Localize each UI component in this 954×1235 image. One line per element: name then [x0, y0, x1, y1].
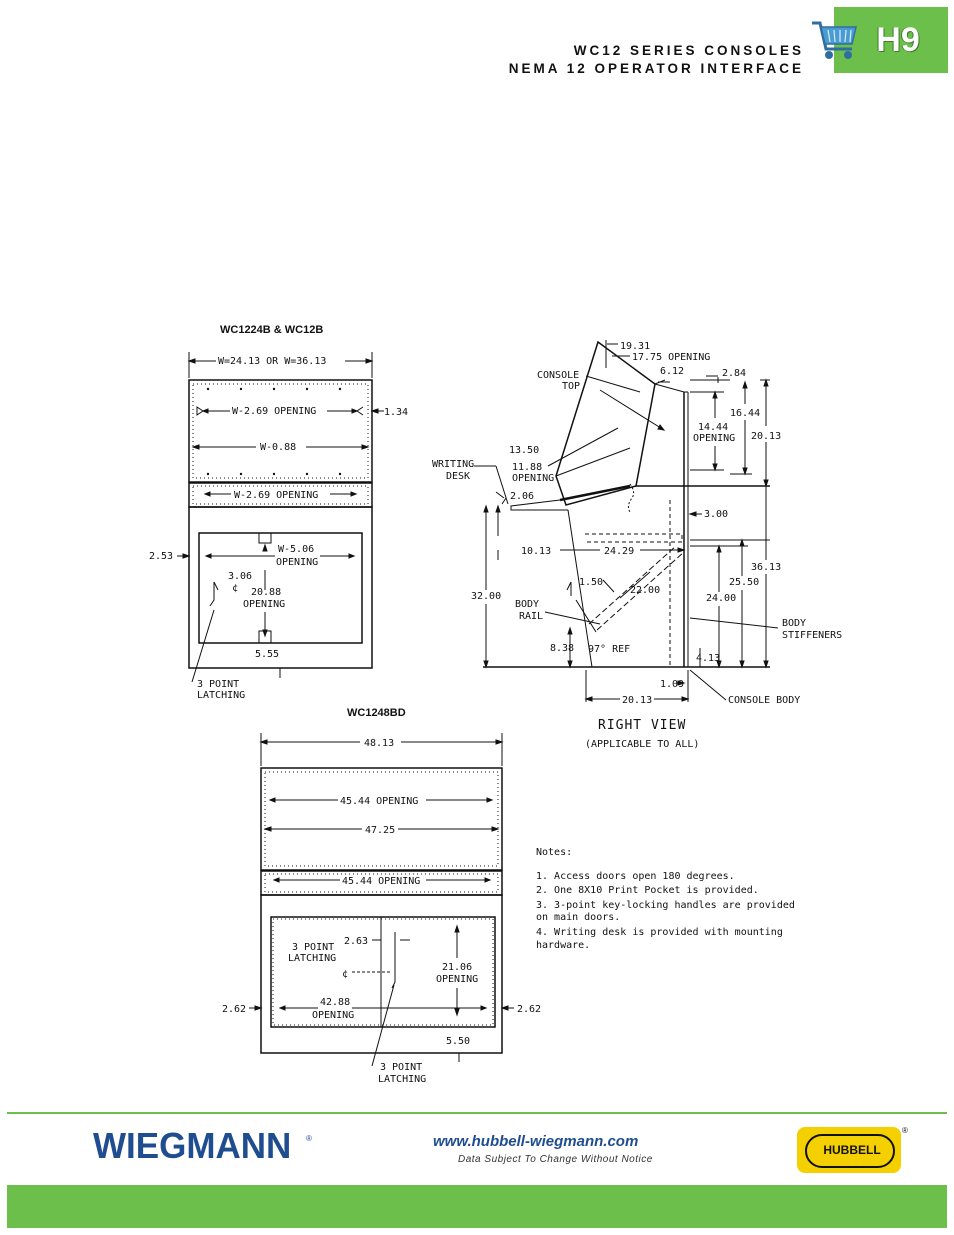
- body-rail-label-1: BODY: [515, 599, 539, 610]
- dim-width: W=24.13 OR W=36.13: [218, 356, 326, 367]
- dim-door-opening-1: W-5.06: [278, 544, 314, 555]
- dim-36-13: 36.13: [751, 562, 781, 573]
- notes-block: Notes: 1. Access doors open 180 degrees.…: [536, 847, 795, 951]
- dim-19-31: 19.31: [620, 341, 650, 352]
- dim-2-84: 2.84: [722, 368, 746, 379]
- dim-top-opening-large: 45.44 OPENING: [340, 796, 418, 807]
- dim-1-50: 1.50: [579, 577, 603, 588]
- body-stiffeners-label-2: STIFFENERS: [782, 630, 842, 641]
- latch-label-large-1: 3 POINT: [292, 942, 334, 953]
- website-link[interactable]: www.hubbell-wiegmann.com: [433, 1133, 639, 1150]
- dim-8-38: 8.38: [550, 643, 574, 654]
- body-rail-label-2: RAIL: [519, 611, 543, 622]
- dim-bottom-large: 5.50: [446, 1036, 470, 1047]
- dim-24-29: 24.29: [604, 546, 634, 557]
- dim-band-opening-large: 45.44 OPENING: [342, 876, 420, 887]
- dim-door-opening-large-1: 42.88: [320, 997, 350, 1008]
- dim-3-00: 3.00: [704, 509, 728, 520]
- dim-height-opening-1: 20.88: [251, 587, 281, 598]
- right-view-title: RIGHT VIEW: [598, 718, 686, 733]
- note-item: 4. Writing desk is provided with mountin…: [536, 927, 783, 938]
- dim-16-44: 16.44: [730, 408, 760, 419]
- dim-6-12: 6.12: [660, 366, 684, 377]
- writing-desk-label-1: WRITING: [432, 459, 474, 470]
- disclaimer-text: Data Subject To Change Without Notice: [458, 1154, 653, 1165]
- hubbell-logo-oval: HUBBELL: [805, 1134, 895, 1168]
- console-top-label-1: CONSOLE: [537, 370, 579, 381]
- caption-wc1224b: WC1224B & WC12B: [220, 324, 323, 336]
- dim-32-00: 32.00: [471, 591, 501, 602]
- angle-ref: 97° REF: [588, 644, 630, 655]
- wiegmann-logo: WIEGMANN: [93, 1126, 292, 1167]
- dim-band-opening: W-2.69 OPENING: [234, 490, 318, 501]
- dim-latch-offset-large: 2.63: [344, 936, 368, 947]
- bottom-latch-label-2: LATCHING: [378, 1074, 426, 1085]
- header-title-line2: NEMA 12 OPERATOR INTERFACE: [508, 61, 804, 76]
- right-view: 19.31 17.75 OPENING CONSOLE TOP 6.12 2.8…: [432, 340, 842, 750]
- dim-14-44-2: OPENING: [693, 433, 735, 444]
- centerline-mark-large: ¢: [342, 969, 348, 980]
- dim-right-offset: 1.34: [384, 407, 408, 418]
- dim-11-88-2: OPENING: [512, 473, 554, 484]
- dim-17-75: 17.75 OPENING: [632, 352, 710, 363]
- header-title-line1: WC12 SERIES CONSOLES: [573, 43, 804, 58]
- notes-heading: Notes:: [536, 847, 572, 858]
- dim-door-opening-large-2: OPENING: [312, 1010, 354, 1021]
- shopping-cart-icon: [812, 21, 857, 59]
- note-item: on main doors.: [536, 912, 620, 923]
- centerline-mark: ¢: [232, 583, 238, 594]
- console-top-label-2: TOP: [562, 381, 580, 392]
- body-stiffeners-label-1: BODY: [782, 618, 806, 629]
- dim-14-44-1: 14.44: [698, 422, 728, 433]
- dim-right-offset-large: 2.62: [517, 1004, 541, 1015]
- latch-label-1: 3 POINT: [197, 679, 239, 690]
- dim-10-13: 10.13: [521, 546, 551, 557]
- latch-label-large-2: LATCHING: [288, 953, 336, 964]
- note-item: 3. 3-point key-locking handles are provi…: [536, 900, 795, 911]
- note-item: 1. Access doors open 180 degrees.: [536, 871, 735, 882]
- note-item: 2. One 8X10 Print Pocket is provided.: [536, 885, 759, 896]
- dim-bottom: 5.55: [255, 649, 279, 660]
- caption-wc1248bd: WC1248BD: [347, 707, 406, 719]
- dim-inner-width: W-0.88: [260, 442, 296, 453]
- console-body-label: CONSOLE BODY: [728, 695, 800, 706]
- dim-24-00: 24.00: [706, 593, 736, 604]
- bottom-latch-label-1: 3 POINT: [380, 1062, 422, 1073]
- dim-11-88-1: 11.88: [512, 462, 542, 473]
- footer-bar: [7, 1185, 947, 1228]
- dim-2-06: 2.06: [510, 491, 534, 502]
- front-view-large: WC1248BD 48.13 45.44 OPENING 47.25 45.44…: [222, 707, 541, 1085]
- footer-divider: [7, 1112, 947, 1114]
- dim-4-13: 4.13: [696, 653, 720, 664]
- dim-left-offset-large: 2.62: [222, 1004, 246, 1015]
- dim-top-opening: W-2.69 OPENING: [232, 406, 316, 417]
- hubbell-logo-text: HUBBELL: [823, 1143, 881, 1157]
- dim-left-offset: 2.53: [149, 551, 173, 562]
- dim-13-50: 13.50: [509, 445, 539, 456]
- dim-height-opening-large-2: OPENING: [436, 974, 478, 985]
- dim-inner-width-large: 47.25: [365, 825, 395, 836]
- note-item: hardware.: [536, 940, 590, 951]
- hubbell-registered-mark: ®: [902, 1126, 908, 1135]
- dim-20-13-top: 20.13: [751, 431, 781, 442]
- dim-latch-offset: 3.06: [228, 571, 252, 582]
- wiegmann-registered-mark: ®: [306, 1134, 312, 1143]
- dim-height-opening-2: OPENING: [243, 599, 285, 610]
- dim-22-00: 22.00: [630, 585, 660, 596]
- dim-height-opening-large-1: 21.06: [442, 962, 472, 973]
- front-view-small: WC1224B & WC12B W=24.13 OR W=36.13 W-2.6…: [149, 324, 408, 701]
- right-view-subtitle: (APPLICABLE TO ALL): [585, 739, 699, 750]
- dim-1-09: 1.09: [660, 679, 684, 690]
- dim-20-13-bottom: 20.13: [622, 695, 652, 706]
- dim-25-50: 25.50: [729, 577, 759, 588]
- section-badge-label: H9: [876, 21, 920, 59]
- dim-door-opening-2: OPENING: [276, 557, 318, 568]
- writing-desk-label-2: DESK: [446, 471, 470, 482]
- dim-width-large: 48.13: [364, 738, 394, 749]
- hubbell-logo: HUBBELL: [797, 1127, 901, 1173]
- latch-label-2: LATCHING: [197, 690, 245, 701]
